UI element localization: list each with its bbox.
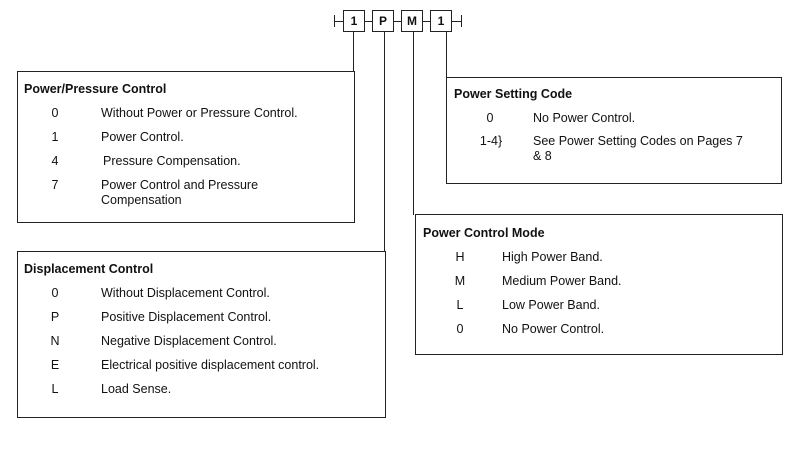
item-desc: High Power Band. — [502, 250, 603, 264]
item-code: 0 — [51, 286, 59, 300]
leader-power-pressure — [353, 32, 354, 72]
power-control-mode-box: Power Control Mode H High Power Band. M … — [415, 214, 783, 355]
cell-link-1 — [365, 21, 372, 22]
item-code: L — [456, 298, 464, 312]
section-title: Displacement Control — [24, 262, 154, 276]
section-title: Power Setting Code — [454, 87, 573, 101]
item-desc: Electrical positive displacement control… — [101, 358, 320, 372]
item-desc: Load Sense. — [101, 382, 172, 396]
item-code: M — [454, 274, 466, 288]
section-title: Power/Pressure Control — [24, 82, 167, 96]
code-cell-1: 1 — [343, 10, 365, 32]
item-desc: Positive Displacement Control. — [101, 310, 272, 324]
displacement-control-box: Displacement Control 0 Without Displacem… — [17, 251, 386, 418]
item-desc: No Power Control. — [533, 111, 636, 125]
code-cell-3: M — [401, 10, 423, 32]
item-desc: Without Displacement Control. — [101, 286, 270, 300]
lead-dash-left — [334, 21, 343, 22]
item-desc: Medium Power Band. — [502, 274, 622, 288]
item-code: 0 — [486, 111, 494, 125]
item-desc: No Power Control. — [502, 322, 605, 336]
leader-power-mode — [413, 32, 414, 215]
item-desc: Power Control and Pressure Compensation — [101, 178, 259, 207]
leader-power-setting — [446, 32, 447, 78]
lead-dash-right — [452, 21, 462, 22]
item-code: 7 — [51, 178, 59, 192]
item-code: 1 — [51, 130, 59, 144]
item-desc: Power Control. — [101, 130, 184, 144]
tick-right — [461, 15, 462, 27]
code-cell-4: 1 — [430, 10, 452, 32]
item-code: N — [50, 334, 60, 348]
item-code: L — [51, 382, 59, 396]
power-pressure-control-box: Power/Pressure Control 0 Without Power o… — [17, 71, 355, 223]
item-desc: Pressure Compensation. — [103, 154, 241, 168]
item-code: E — [50, 358, 60, 372]
item-code: P — [50, 310, 60, 324]
item-code: 0 — [456, 322, 464, 336]
code-cell-2: P — [372, 10, 394, 32]
item-code: H — [455, 250, 465, 264]
item-code: 1-4} — [479, 134, 503, 148]
cell-link-2 — [394, 21, 401, 22]
tick-left — [334, 15, 335, 27]
leader-displacement — [384, 32, 385, 252]
section-title: Power Control Mode — [423, 226, 545, 240]
item-desc: Low Power Band. — [502, 298, 600, 312]
power-setting-code-box: Power Setting Code 0 No Power Control. 1… — [446, 77, 782, 184]
item-desc: Negative Displacement Control. — [101, 334, 277, 348]
cell-link-3 — [423, 21, 430, 22]
item-desc: Without Power or Pressure Control. — [101, 106, 298, 120]
item-desc: See Power Setting Codes on Pages 7 & 8 — [533, 134, 743, 163]
item-code: 4 — [51, 154, 59, 168]
item-code: 0 — [51, 106, 59, 120]
